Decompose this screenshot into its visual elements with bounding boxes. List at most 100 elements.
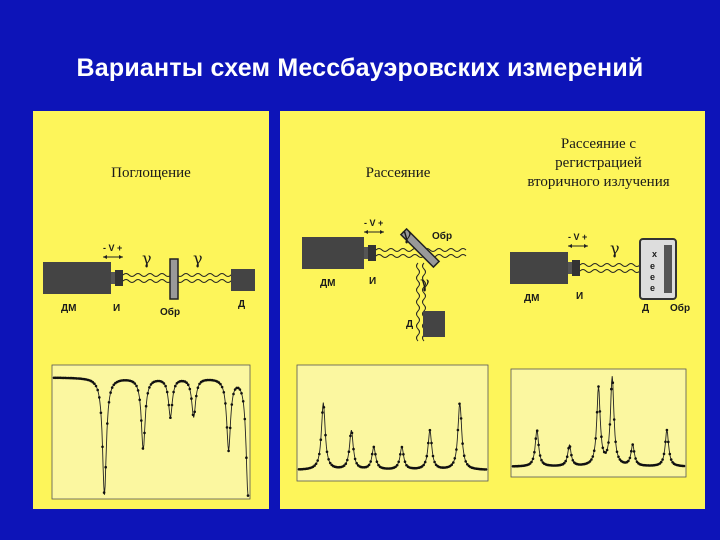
drive-label: ДМ [524,293,539,304]
spectrum-point [143,431,146,435]
spectrum-point [537,443,540,447]
spectrum-point [313,464,316,467]
spectrum-point [591,455,595,458]
drive-body [510,252,568,284]
spectrum-point [632,450,636,453]
spectrum-point [661,458,664,461]
spectrum-point [198,382,201,386]
velocity-arrowheads [568,244,588,248]
spectrum-point [99,411,103,415]
spectrum-point [347,450,351,454]
velocity-arrowheads [364,230,384,234]
spectrum-point [682,464,686,468]
emission-scheme: x e e e - V + γ ДМ И Д Обр [510,232,690,478]
spectrum-point [590,458,593,461]
spectrum-point [594,437,597,440]
spectrum-point [237,386,240,390]
spectrum-point [568,445,572,448]
detector-label: Д [642,303,649,314]
spectrum-point [369,460,372,463]
spectrum-point [138,398,141,402]
spectrum-point [94,384,98,388]
spectrum-point [191,413,195,417]
spectrum-point [344,462,348,466]
spectrum-point [375,460,379,464]
emission-symbol: e [650,283,655,293]
spectrum-point [535,429,539,433]
spectrum-point [459,417,463,420]
spectrum-point [597,385,600,388]
spectrum-point [196,386,200,390]
gamma-label: γ [193,249,203,268]
spectrum-point [104,465,107,469]
spectrum-point [453,457,457,460]
spectrum-point [146,392,150,395]
spectrum-point [464,460,467,463]
spectrum-point [112,383,116,387]
detector-box [423,311,445,337]
spectrum-point [233,388,237,391]
spectrum-point [225,426,229,429]
spectrum-point [570,453,573,457]
scattering-scheme: - V + γ γ Обр ДМ И Д [296,218,489,482]
detector-box [231,269,255,291]
spectrum-point [342,464,346,467]
slide-title: Варианты схем Мессбауэровских измерений [76,54,644,82]
spectrum-frame [51,364,251,500]
spectrum-point [172,390,175,394]
panel-title-line: регистрацией [555,155,642,171]
spectrum-point [169,416,172,420]
source-label: И [369,276,376,287]
spectrum-point [607,441,610,444]
spectrum-point [601,446,605,450]
spectrum-point [144,404,148,408]
spectrum-point [400,445,404,449]
spectrum-point [630,449,633,453]
panel-scattering: Рассеяние - V + γ γ Обр ДМ И Д [280,111,516,509]
emission-symbol: e [650,272,655,282]
spectrum-point [246,494,250,497]
spectrum-point [227,449,230,453]
spectrum-point [456,428,460,432]
detector-label: Д [238,299,245,310]
spectrum-point [627,459,630,463]
emission-symbol: e [650,261,655,271]
spectrum-point [571,459,575,462]
spectrum-point [530,460,533,464]
spectrum-point [564,459,567,463]
spectrum-point [367,463,371,467]
spectrum-curve [297,402,488,471]
spectrum-curve [511,376,686,468]
spectrum-point [193,410,196,414]
spectrum-point [610,387,613,391]
spectrum-frame [296,364,489,482]
drive-shaft [364,247,368,259]
spectrum-point [224,402,227,405]
sample-label: Обр [432,230,452,242]
spectrum-point [140,419,143,422]
spectrum-point [220,385,224,389]
spectrum-point [185,381,188,385]
spectrum-point [608,423,612,426]
spectrum-point [241,400,245,403]
spectrum-point [669,458,673,461]
spectrum-point [174,384,177,388]
spectrum-point [402,453,405,456]
source-block [368,245,376,261]
spectrum-point [484,468,488,471]
spectrum-point [322,406,326,409]
spectrum-point [219,382,222,386]
spectrum-point [659,460,663,464]
gamma-wave [122,279,238,283]
detector-window [664,245,672,293]
spectrum-point [452,461,455,464]
spectrum-point [433,460,436,464]
spectrum-point [399,453,402,456]
spectrum-point [604,451,607,454]
gamma-label: γ [420,273,430,292]
spectrum-point [617,455,620,459]
spectrum-point [628,456,632,460]
spectrum-point [188,387,192,391]
spectrum-point [245,456,248,460]
panel-title: Рассеяние [365,165,431,181]
